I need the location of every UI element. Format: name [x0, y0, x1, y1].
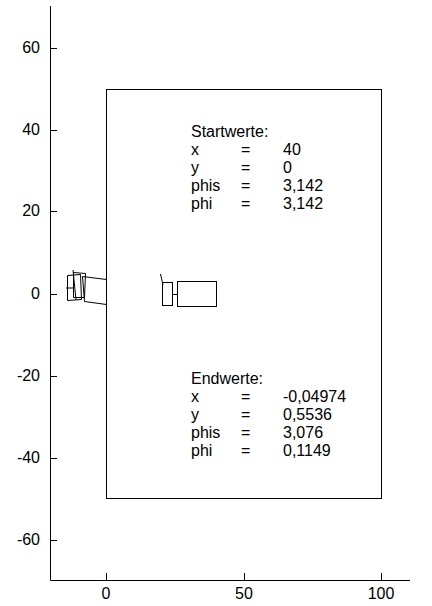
x-tick-label: 100 — [368, 585, 395, 603]
variable-value: 0 — [283, 159, 292, 177]
x-tick-label: 50 — [235, 585, 253, 603]
y-tick-label: -20 — [17, 367, 40, 385]
equals-sign: = — [241, 388, 250, 406]
y-tick-label: 40 — [22, 121, 40, 139]
group-heading: Startwerte: — [191, 123, 268, 141]
variable-name: phi — [191, 195, 212, 213]
y-tick-label: 20 — [22, 202, 40, 220]
y-tick-label: -40 — [17, 449, 40, 467]
equals-sign: = — [241, 442, 250, 460]
truck-end — [66, 270, 107, 305]
variable-value: 40 — [283, 141, 301, 159]
equals-sign: = — [241, 141, 250, 159]
variable-name: y — [191, 406, 199, 424]
x-tick-label: 0 — [102, 585, 111, 603]
x-axis — [51, 580, 411, 581]
equals-sign: = — [241, 406, 250, 424]
equals-sign: = — [241, 195, 250, 213]
variable-value: -0,04974 — [283, 388, 346, 406]
variable-name: phis — [191, 424, 220, 442]
variable-value: 3,142 — [283, 195, 323, 213]
variable-value: 0,5536 — [283, 406, 332, 424]
y-axis — [50, 6, 51, 581]
variable-name: y — [191, 159, 199, 177]
truck-start — [161, 274, 217, 307]
equals-sign: = — [241, 177, 250, 195]
parking-area-box: Startwerte:x=40y=0phis=3,142phi=3,142End… — [106, 89, 382, 499]
equals-sign: = — [241, 159, 250, 177]
variable-value: 3,142 — [283, 177, 323, 195]
variable-name: phis — [191, 177, 220, 195]
variable-name: phi — [191, 442, 212, 460]
variable-value: 0,1149 — [283, 442, 331, 460]
equals-sign: = — [241, 424, 250, 442]
group-heading: Endwerte: — [191, 370, 263, 388]
y-tick-label: 0 — [31, 285, 40, 303]
y-tick-label: -60 — [17, 531, 40, 549]
variable-name: x — [191, 141, 199, 159]
variable-value: 3,076 — [283, 424, 323, 442]
variable-name: x — [191, 388, 199, 406]
y-tick-label: 60 — [22, 39, 40, 57]
